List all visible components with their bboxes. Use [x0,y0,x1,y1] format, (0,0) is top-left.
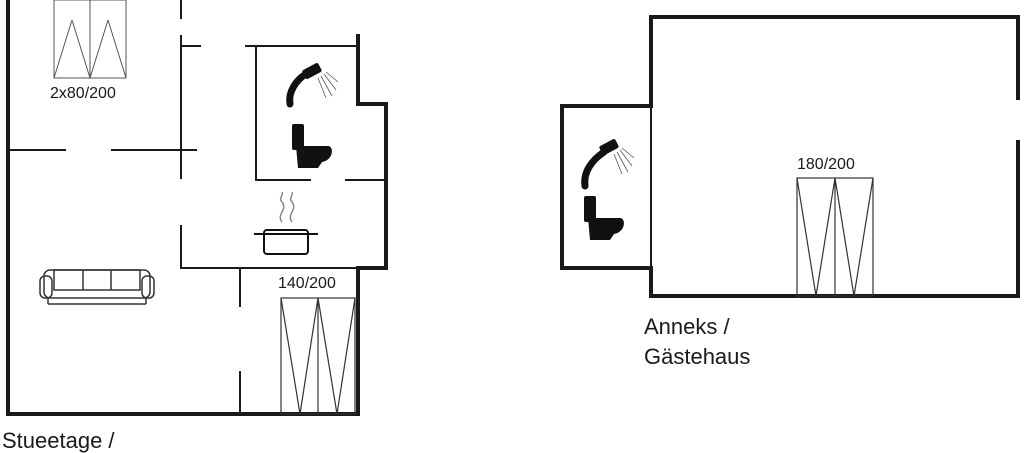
area-label: Gästehaus [644,344,751,369]
sofa-icon [39,269,155,305]
bed-icon [796,177,874,297]
outer-wall-left [6,0,388,416]
shower-icon [581,139,635,190]
bed-icon [280,297,356,415]
annex-walls [560,15,1020,298]
bed-size-label: 140/200 [278,275,336,292]
shower-icon [286,63,339,108]
bed-size-label: 2x80/200 [50,85,116,102]
ground-floor-walls [6,0,388,416]
cooking-pot-icon [254,191,318,255]
floor-label: Stueetage / [2,428,115,453]
toilet-icon [292,124,332,168]
bed-size-label: 180/200 [797,156,855,173]
toilet-icon [584,196,624,240]
area-label: Anneks / [644,314,730,339]
bed-icon [53,0,127,79]
